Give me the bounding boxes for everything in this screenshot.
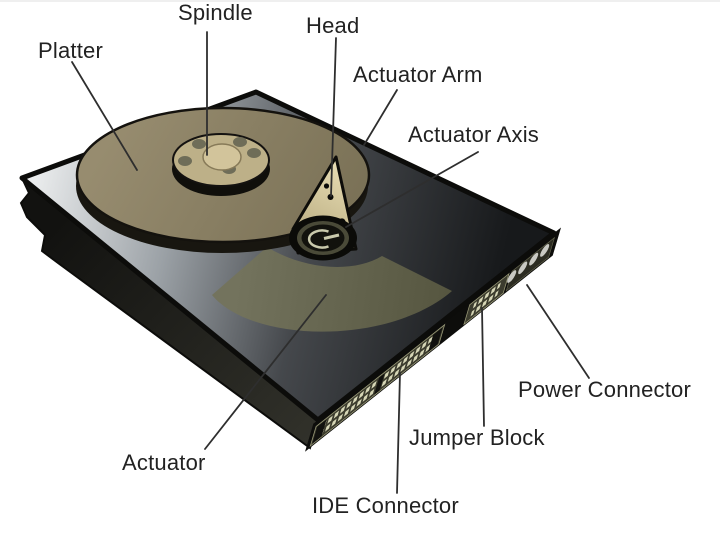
label-spindle: Spindle	[178, 0, 253, 25]
label-ide-connector: IDE Connector	[312, 493, 459, 518]
ide-connector-graphic	[309, 323, 446, 448]
spindle-screw	[247, 148, 261, 158]
chassis	[19, 89, 562, 452]
power-pin	[540, 244, 550, 257]
leader-line-head	[330, 37, 337, 197]
image-top-strip	[0, 0, 720, 2]
jumper-block-pins	[470, 281, 502, 318]
spindle-graphic	[172, 133, 270, 196]
leader-line-jumper-block	[481, 307, 485, 427]
actuator-axis-graphic	[289, 215, 357, 261]
head-graphic	[323, 183, 330, 189]
leader-line-actuator-axis	[345, 151, 479, 228]
leader-line-actuator-arm	[363, 89, 398, 146]
leader-line-ide-connector	[396, 372, 401, 494]
power-connector-graphic	[505, 236, 555, 292]
spindle-screw	[233, 137, 247, 147]
label-platter: Platter	[38, 38, 103, 63]
label-actuator-arm: Actuator Arm	[353, 62, 483, 87]
leader-line-platter	[71, 61, 138, 171]
label-power-connector: Power Connector	[518, 377, 691, 402]
leader-line-actuator	[204, 294, 327, 450]
jumper-block-graphic	[463, 272, 510, 326]
power-pin	[529, 252, 539, 266]
spindle-screw	[178, 156, 192, 166]
label-actuator: Actuator	[122, 450, 206, 475]
leader-line-power-connector	[526, 284, 590, 379]
leader-lines	[71, 31, 590, 494]
head-graphic	[327, 194, 334, 200]
label-jumper-block: Jumper Block	[409, 425, 545, 450]
spindle-screw	[192, 139, 206, 149]
connector-face	[305, 227, 562, 452]
label-actuator-axis: Actuator Axis	[408, 122, 539, 147]
actuator-graphic	[212, 247, 452, 332]
power-pin	[507, 270, 517, 283]
label-head: Head	[306, 13, 360, 38]
power-pin	[518, 261, 528, 275]
